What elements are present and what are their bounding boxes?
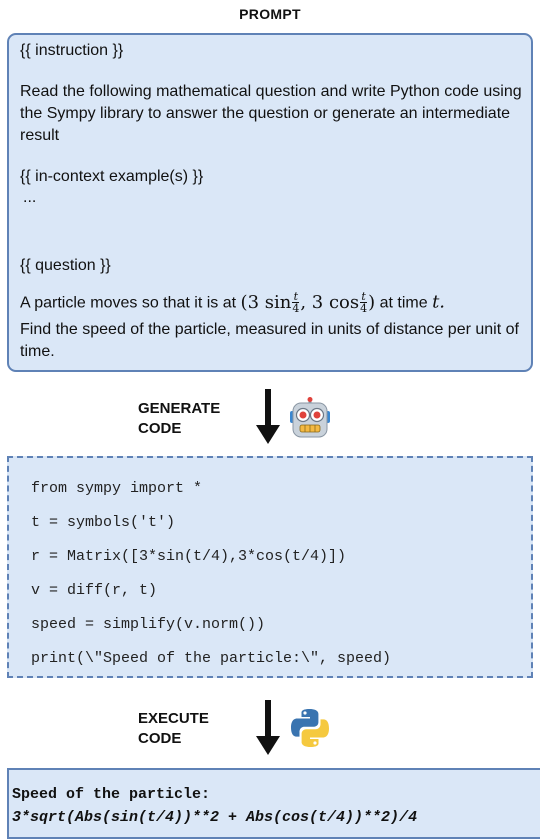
prompt-title: PROMPT [239, 6, 301, 22]
robot-icon [290, 397, 330, 438]
examples-ellipsis: ... [23, 189, 37, 206]
frac-num: t [360, 290, 368, 303]
frac-den: 4 [360, 302, 368, 315]
code-line: t = symbols('t') [31, 514, 176, 531]
examples-tag: {{ in-context example(s) }} [20, 168, 204, 185]
generate-label-line2: CODE [138, 420, 182, 437]
code-box: from sympy import * t = symbols('t') r =… [7, 456, 533, 678]
question-first-line: A particle moves so that it is at (3 sin… [20, 291, 523, 315]
output-line-2: 3*sqrt(Abs(sin(t/4))**2 + Abs(cos(t/4))*… [12, 809, 418, 826]
code-line: print(\"Speed of the particle:\", speed) [31, 650, 392, 667]
output-box: Speed of the particle: 3*sqrt(Abs(sin(t/… [7, 768, 540, 839]
generate-arrow-icon [256, 389, 280, 444]
formula-open: (3 sin [240, 291, 292, 313]
frac-den: 4 [292, 302, 300, 315]
execute-label: EXECUTE CODE [138, 709, 209, 749]
code-line: from sympy import * [31, 480, 203, 497]
generate-label: GENERATE CODE [138, 399, 220, 439]
generate-label-line1: GENERATE [138, 400, 221, 417]
formula-close: ) [368, 291, 376, 313]
question-rest: Find the speed of the particle, measured… [20, 321, 519, 360]
question-var: t. [432, 291, 446, 313]
instruction-tag: {{ instruction }} [20, 42, 124, 59]
formula-mid: , 3 cos [300, 291, 360, 313]
prompt-box: {{ instruction }} Read the following mat… [7, 33, 533, 372]
code-line: r = Matrix([3*sin(t/4),3*cos(t/4)]) [31, 548, 347, 565]
question-after: at time [379, 294, 428, 312]
execute-arrow-icon [256, 700, 280, 755]
instruction-text: Read the following mathematical question… [20, 83, 522, 144]
code-line: speed = simplify(v.norm()) [31, 616, 266, 633]
execute-label-line1: EXECUTE [138, 710, 209, 727]
execute-label-line2: CODE [138, 730, 182, 747]
output-line-1: Speed of the particle: [12, 786, 211, 803]
python-logo-icon [291, 709, 329, 747]
frac-num: t [292, 290, 300, 303]
question-before: A particle moves so that it is at [20, 294, 237, 312]
question-tag: {{ question }} [20, 257, 111, 274]
code-line: v = diff(r, t) [31, 582, 158, 599]
